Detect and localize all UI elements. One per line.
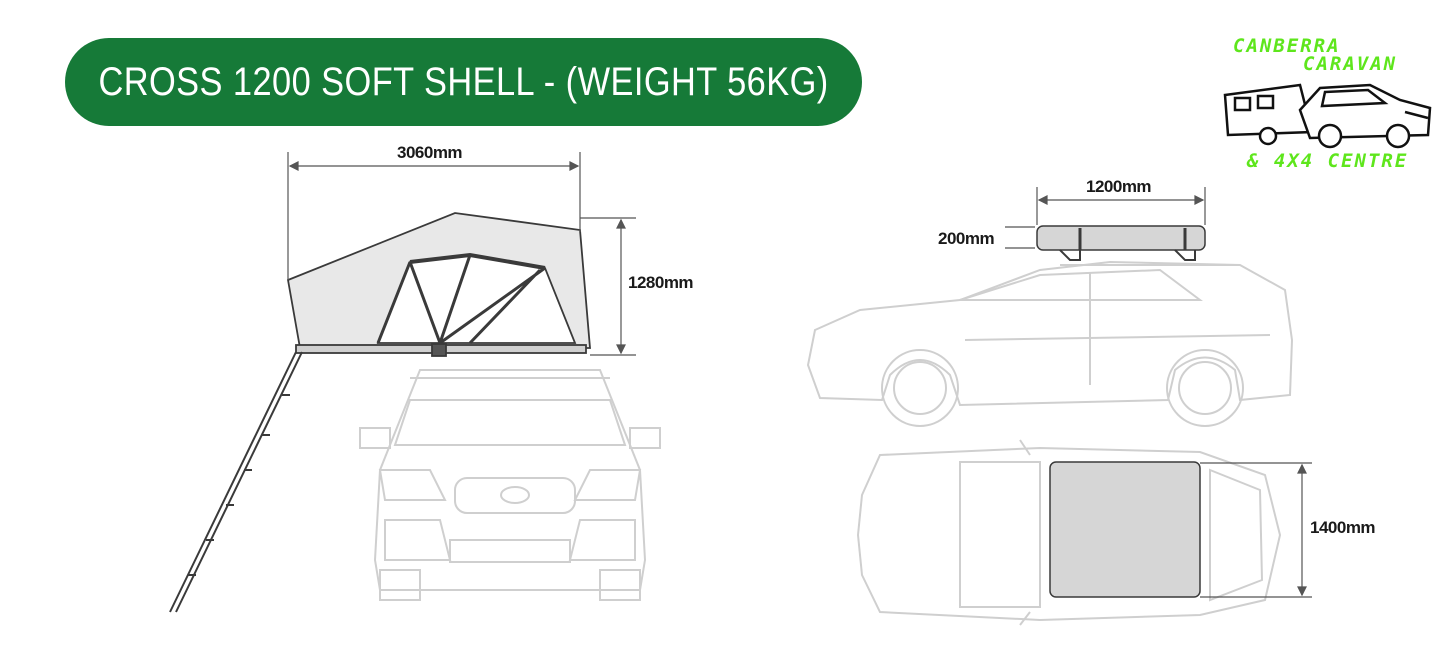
ladder (169, 351, 303, 613)
front-car-outline (359, 369, 661, 601)
logo-line-3: & 4X4 CENTRE (1247, 150, 1409, 172)
title-banner: CROSS 1200 SOFT SHELL - (WEIGHT 56KG) (65, 38, 862, 126)
logo-line-2: CARAVAN (1303, 53, 1398, 75)
width-closed-dimension (1200, 462, 1312, 598)
height-closed-label: 200mm (938, 229, 995, 248)
open-tent (286, 212, 591, 357)
width-open-dimension (287, 152, 581, 280)
height-closed-dimension (1005, 226, 1035, 249)
caravan-4x4-logo-art (1223, 83, 1432, 149)
width-closed-label: 1400mm (1310, 518, 1376, 537)
top-car-outline (856, 439, 1282, 626)
diagram-title: CROSS 1200 SOFT SHELL - (WEIGHT 56KG) (98, 59, 829, 104)
height-open-label: 1280mm (628, 273, 694, 292)
width-open-label: 3060mm (397, 143, 463, 162)
closed-tent-top (1049, 461, 1201, 598)
length-closed-dimension (1036, 187, 1206, 225)
side-car-outline (806, 260, 1294, 427)
length-closed-label: 1200mm (1086, 177, 1152, 196)
height-open-dimension (580, 217, 636, 356)
closed-tent-side (1036, 225, 1206, 261)
logo-line-1: CANBERRA (1233, 35, 1341, 57)
